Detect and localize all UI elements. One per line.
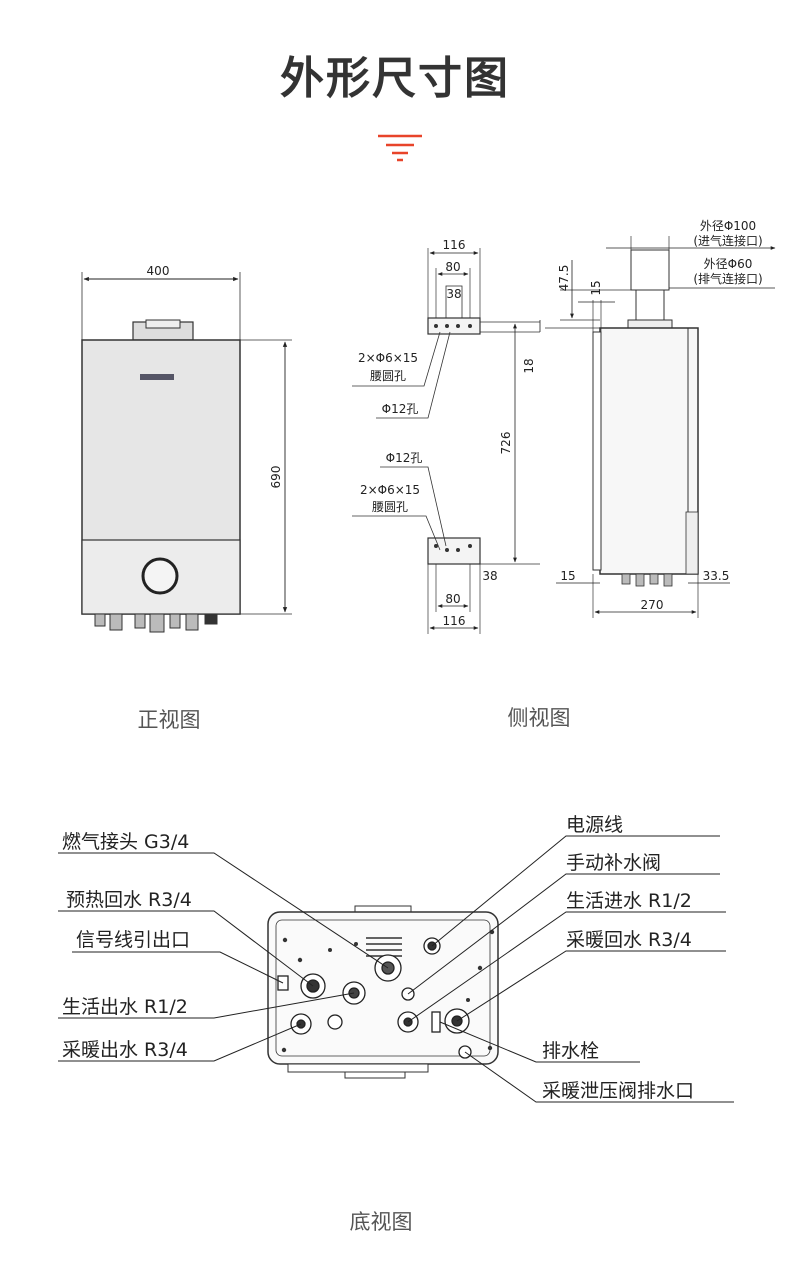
bracket-bottom-116: 116 bbox=[443, 614, 466, 628]
bracket-top-38: 38 bbox=[446, 287, 461, 301]
dim-15-top: 15 bbox=[589, 280, 603, 295]
label-heating-out: 采暖出水 R3/4 bbox=[62, 1039, 188, 1061]
front-view-drawing: 400 690 bbox=[81, 264, 292, 633]
dim-15-bottom: 15 bbox=[560, 569, 575, 583]
label-manual-fill-valve: 手动补水阀 bbox=[566, 852, 661, 874]
brand-logo bbox=[140, 374, 174, 380]
label-relief-valve-drain: 采暖泄压阀排水口 bbox=[542, 1080, 694, 1102]
dim-47-5: 47.5 bbox=[557, 265, 571, 292]
outer-60-note-1: 外径Φ60 bbox=[704, 257, 753, 271]
label-gas: 燃气接头 G3/4 bbox=[62, 831, 189, 853]
bracket-top-116: 116 bbox=[443, 238, 466, 252]
slot-note-bottom-2: 腰圆孔 bbox=[372, 500, 408, 514]
label-dhw-in: 生活进水 R1/2 bbox=[566, 890, 692, 912]
dim-33-5: 33.5 bbox=[703, 569, 730, 583]
outer-60-note-2: (排气连接口) bbox=[693, 271, 762, 286]
label-preheat-return: 预热回水 R3/4 bbox=[66, 889, 192, 911]
bracket-bottom-38: 38 bbox=[482, 569, 497, 583]
hole-note-bottom: Φ12孔 bbox=[386, 451, 423, 465]
outer-100-note-1: 外径Φ100 bbox=[700, 219, 756, 233]
dim-270: 270 bbox=[641, 598, 664, 612]
dim-18: 18 bbox=[522, 358, 536, 373]
slot-note-top-2: 腰圆孔 bbox=[370, 369, 406, 383]
slot-note-bottom-1: 2×Φ6×15 bbox=[360, 483, 420, 497]
bottom-view-caption: 底视图 bbox=[349, 1210, 413, 1234]
dim-726: 726 bbox=[499, 432, 513, 455]
outer-100-note-2: (进气连接口) bbox=[693, 233, 762, 248]
front-view-caption: 正视图 bbox=[137, 708, 201, 732]
label-power-cable: 电源线 bbox=[566, 814, 623, 836]
page-title: 外形尺寸图 bbox=[280, 53, 510, 104]
bracket-bottom-80: 80 bbox=[445, 592, 460, 606]
label-signal-outlet: 信号线引出口 bbox=[76, 929, 190, 951]
side-view-caption: 侧视图 bbox=[507, 706, 571, 730]
bracket-top-80: 80 bbox=[445, 260, 460, 274]
mounting-bracket-drawing: 116 80 38 2×Φ6×15 腰圆孔 Φ12孔 726 Φ12孔 2×Φ6… bbox=[352, 238, 540, 634]
bottom-view-drawing: 燃气接头 G3/4 预热回水 R3/4 信号线引出口 生活出水 R1/2 采暖出… bbox=[58, 814, 734, 1103]
title-accent-icon bbox=[378, 134, 422, 162]
front-width-dim: 400 bbox=[147, 264, 170, 278]
label-dhw-out: 生活出水 R1/2 bbox=[62, 996, 188, 1018]
hole-note-top: Φ12孔 bbox=[382, 402, 419, 416]
drain-plug-icon bbox=[431, 1011, 441, 1033]
side-view-drawing: 外径Φ100 (进气连接口) 外径Φ60 (排气连接口) 47.5 18 15 … bbox=[522, 219, 776, 618]
front-height-dim: 690 bbox=[269, 466, 283, 489]
label-drain-plug: 排水栓 bbox=[542, 1040, 599, 1062]
slot-note-top-1: 2×Φ6×15 bbox=[358, 351, 418, 365]
control-knob-icon bbox=[141, 557, 179, 595]
label-heating-return: 采暖回水 R3/4 bbox=[566, 929, 692, 951]
